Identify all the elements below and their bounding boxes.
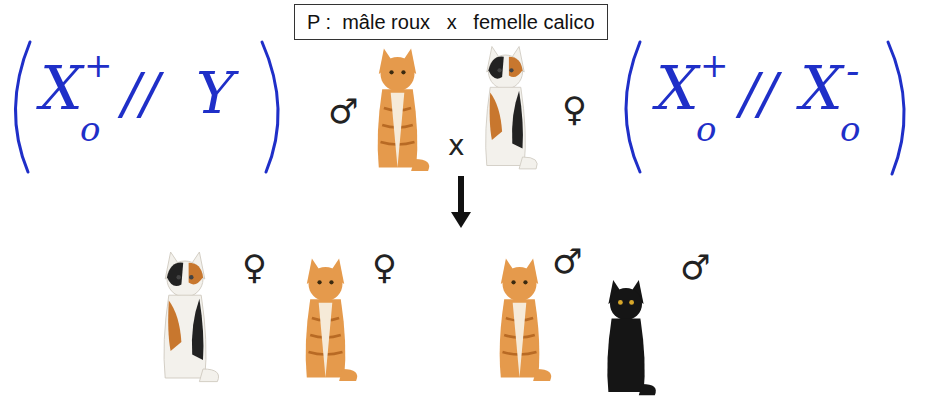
sex-symbol: ♀ xyxy=(242,250,267,284)
genotype-superscript: + xyxy=(700,48,729,82)
genotype-subscript: o xyxy=(696,112,716,146)
bracket xyxy=(15,42,904,174)
genotype-letter: X xyxy=(800,58,843,118)
genotype-superscript: - xyxy=(846,50,860,90)
generation-box: P : mâle roux x femelle calico xyxy=(294,4,608,40)
orange-male-cat xyxy=(378,49,430,171)
genotype-letter: Y xyxy=(196,64,234,122)
genotype-superscript: + xyxy=(84,48,113,82)
cross-arrow xyxy=(451,176,471,228)
sex-symbol: ♂ xyxy=(328,94,358,128)
orange-male-kitten xyxy=(500,259,552,381)
genotype-subscript: o xyxy=(80,112,100,146)
sex-symbol: ♀ xyxy=(562,92,587,126)
black-male-kitten xyxy=(607,280,655,395)
genotype-separator: // xyxy=(122,66,160,122)
sex-symbol: ♂ xyxy=(680,250,710,284)
calico-female-kitten xyxy=(164,252,219,382)
calico-female-cat xyxy=(486,47,538,169)
genotype-letter: X xyxy=(656,58,699,118)
box-text: P : mâle roux x femelle calico xyxy=(307,10,595,34)
sex-symbol: ♀ xyxy=(372,250,397,284)
sex-symbol: ♂ xyxy=(552,244,582,278)
genotype-separator: // xyxy=(740,66,778,122)
cross-sign: x xyxy=(448,132,465,160)
genotype-letter: X xyxy=(40,58,83,118)
genotype-subscript: o xyxy=(840,112,860,146)
orange-female-kitten xyxy=(306,259,358,381)
